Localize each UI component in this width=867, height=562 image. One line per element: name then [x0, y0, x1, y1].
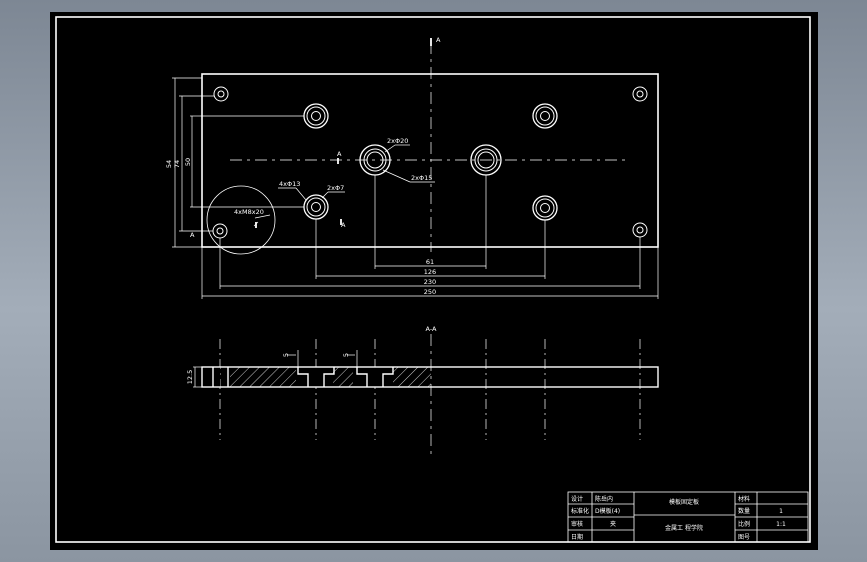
cad-drawing: A A A A 4xΦ13 2xΦ7 2xΦ20 2xΦ15 4xM8x20 5… — [55, 16, 811, 543]
dim-126: 126 — [424, 268, 436, 276]
value-quantity: 1 — [779, 508, 783, 515]
label-check: 审核 — [571, 520, 583, 528]
section-dim-b: 5 — [342, 353, 350, 357]
section-mark-label: A — [341, 221, 346, 229]
part-name: 模板固定板 — [669, 498, 699, 506]
corner-hole — [213, 86, 229, 102]
callout-2x15: 2xΦ15 — [411, 174, 432, 182]
label-standard: 标准化 — [571, 507, 589, 515]
sheet-border — [55, 16, 811, 543]
drawing-sheet: A A A A 4xΦ13 2xΦ7 2xΦ20 2xΦ15 4xM8x20 5… — [50, 12, 818, 550]
section-body — [201, 366, 659, 388]
section-dim-a: 5 — [282, 353, 290, 357]
counterbore-hole — [532, 103, 558, 129]
value-check: 夹 — [610, 520, 616, 528]
counterbore-hole — [532, 195, 558, 221]
counterbore-hole — [303, 103, 329, 129]
section-title: A-A — [426, 325, 438, 333]
value-design: 陈岳内 — [595, 495, 613, 503]
callout-counterbore: 4xM8x20 — [234, 208, 264, 216]
dim-230: 230 — [424, 278, 436, 286]
leader-lines — [202, 115, 435, 227]
company: 金属工 程学院 — [665, 524, 703, 532]
section-mark-label: A — [190, 231, 195, 239]
detail-circle — [206, 185, 276, 255]
section-mark-label: A — [337, 150, 342, 158]
dim-54: 54 — [165, 160, 173, 168]
corner-hole — [212, 223, 228, 239]
label-date: 日期 — [571, 533, 583, 541]
dim-50: 50 — [184, 158, 192, 166]
value-standard: D模板(4) — [595, 507, 620, 515]
corner-hole — [632, 222, 648, 238]
label-material: 材料 — [738, 495, 750, 503]
section-projection-lines — [219, 339, 641, 440]
label-scale: 比例 — [738, 520, 750, 528]
dim-250: 250 — [424, 288, 436, 296]
value-scale: 1:1 — [776, 521, 786, 528]
section-dimensions — [193, 350, 358, 388]
title-block — [567, 491, 809, 543]
dim-74: 74 — [173, 160, 181, 168]
vertical-dimensions — [172, 77, 304, 248]
corner-hole — [632, 86, 648, 102]
section-thickness: 12.5 — [186, 370, 194, 384]
section-mark-label: A — [436, 36, 441, 44]
callout-2x20: 2xΦ20 — [387, 137, 408, 145]
label-drawing-no: 图号 — [738, 534, 750, 541]
dim-61: 61 — [426, 258, 434, 266]
callout-2x7: 2xΦ7 — [327, 184, 344, 192]
centerlines — [230, 42, 625, 252]
callout-4x13: 4xΦ13 — [279, 180, 300, 188]
label-design: 设计 — [571, 495, 583, 503]
label-quantity: 数量 — [738, 507, 750, 515]
horizontal-dimensions — [201, 175, 659, 299]
section-cut-marks — [255, 38, 432, 228]
counterbore-hole — [303, 194, 329, 220]
plate-outline — [201, 73, 659, 248]
